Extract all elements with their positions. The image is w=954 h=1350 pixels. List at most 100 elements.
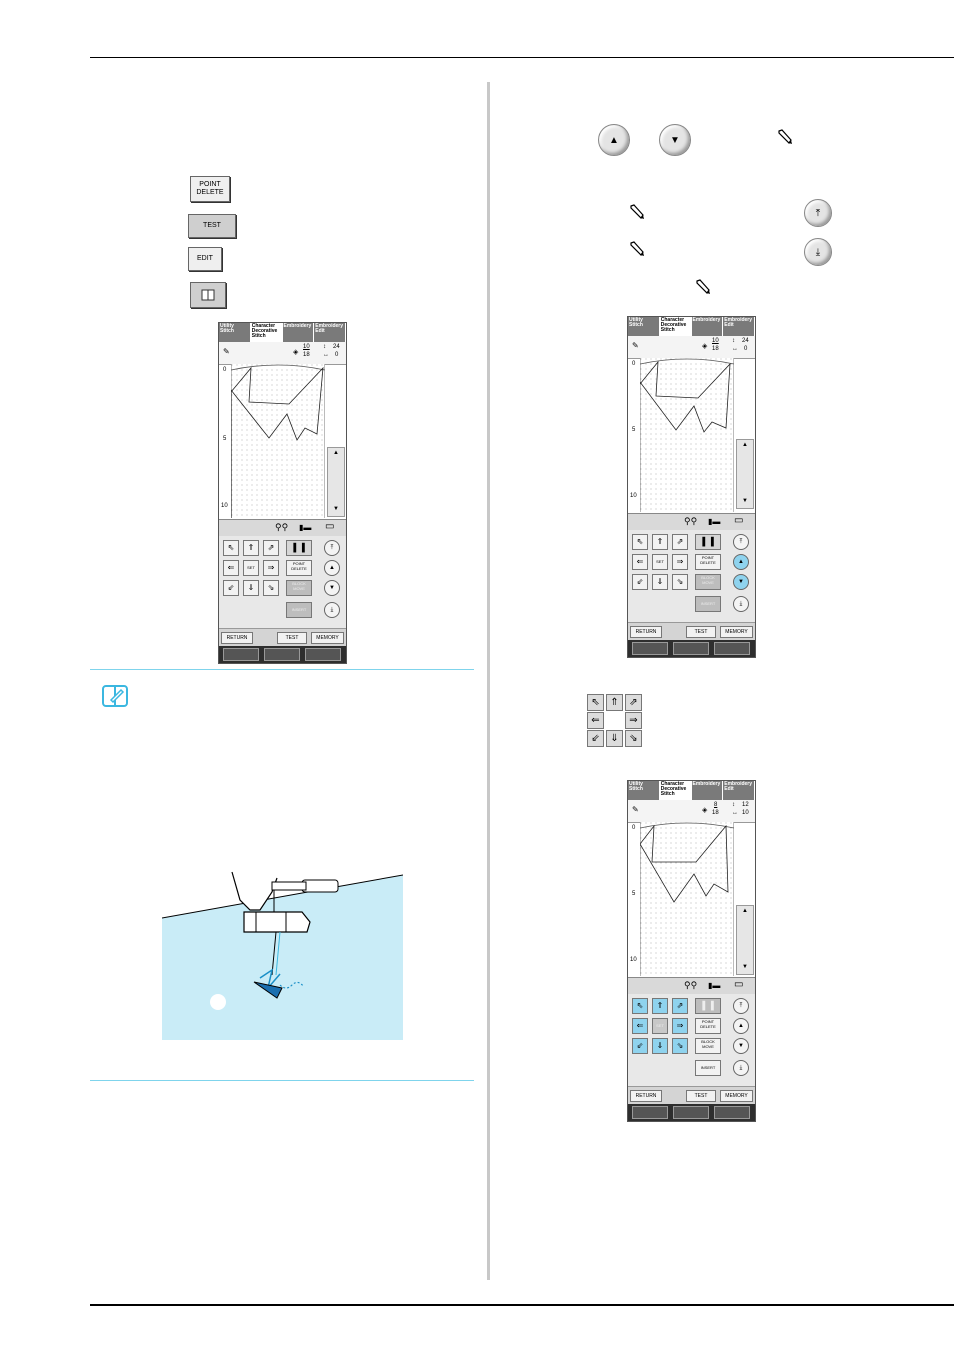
scroll-bar[interactable]: ▲ ▼ [327,447,345,517]
tab-embroidery-edit[interactable]: Embroidery Edit [723,317,755,336]
key-set[interactable]: SET [243,560,259,576]
tab-embroidery-edit[interactable]: Embroidery Edit [723,781,755,800]
block-move-button[interactable]: BLOCK MOVE [286,580,312,596]
down-button[interactable]: ▼ [733,574,749,590]
key-down-left[interactable]: ⇙ [223,580,239,596]
return-button[interactable]: RETURN [630,1090,662,1102]
last-point-button[interactable]: ⤓ [733,596,749,612]
key-up-left[interactable]: ⇖ [632,998,648,1014]
key-left[interactable]: ⇐ [223,560,239,576]
key-down-right[interactable]: ⇘ [672,1038,688,1054]
page-icon[interactable] [632,1106,668,1119]
first-point-button[interactable]: ⤒ [733,998,749,1014]
test-button[interactable]: TEST [686,626,716,638]
memory-button[interactable]: MEMORY [311,632,344,644]
key-down-left[interactable]: ⇙ [632,574,648,590]
settings-icon[interactable] [714,1106,750,1119]
test-button[interactable]: TEST [277,632,307,644]
up-button[interactable]: ▲ [324,560,340,576]
tab-utility[interactable]: Utility Stitch [628,317,660,336]
down-button[interactable]: ▼ [324,580,340,596]
key-up-right[interactable]: ⇗ [263,540,279,556]
machine-icon[interactable] [673,1106,709,1119]
return-button[interactable]: RETURN [630,626,662,638]
scroll-up-icon[interactable]: ▲ [333,450,339,456]
key-down[interactable]: ⇓ [243,580,259,596]
block-move-button[interactable]: BLOCK MOVE [695,1038,721,1054]
first-point-button[interactable]: ⤒ [733,534,749,550]
machine-icon[interactable] [673,642,709,655]
page-icon[interactable] [223,648,259,661]
point-delete-button[interactable]: POINT DELETE [286,560,312,576]
scroll-down-icon[interactable]: ▼ [742,964,748,970]
key-down-right[interactable]: ⇘ [263,580,279,596]
memory-button[interactable]: MEMORY [720,626,753,638]
key-up[interactable]: ⇑ [243,540,259,556]
arrow-left-key[interactable]: ⇐ [587,712,604,729]
key-down[interactable]: ⇓ [652,1038,668,1054]
insert-button[interactable]: INSERT [286,602,312,618]
scroll-bar[interactable]: ▲ ▼ [736,905,754,975]
key-up[interactable]: ⇑ [652,534,668,550]
arrow-up-right-key[interactable]: ⇗ [625,694,642,711]
key-right[interactable]: ⇒ [263,560,279,576]
tab-utility[interactable]: Utility Stitch [219,323,251,342]
key-left[interactable]: ⇐ [632,554,648,570]
key-set[interactable]: SET [652,1018,668,1034]
last-point-key[interactable]: ⤓ [804,238,832,266]
width-key[interactable]: ▌▐ [286,540,312,556]
up-button[interactable]: ▲ [733,1018,749,1034]
book-icon[interactable]: ▭ [734,515,744,526]
arrow-down-right-key[interactable]: ⇘ [625,730,642,747]
arrow-up-left-key[interactable]: ⇖ [587,694,604,711]
key-right[interactable]: ⇒ [672,1018,688,1034]
machine-icon[interactable] [264,648,300,661]
key-up-left[interactable]: ⇖ [223,540,239,556]
point-delete-key[interactable]: POINT DELETE [190,176,230,202]
tab-embroidery[interactable]: Embroidery [691,781,724,800]
tab-character[interactable]: Character Decorative Stitch [659,317,692,336]
page-icon[interactable] [632,642,668,655]
tab-embroidery-edit[interactable]: Embroidery Edit [314,323,346,342]
book-icon[interactable]: ▭ [325,521,335,532]
scroll-down-icon[interactable]: ▼ [742,498,748,504]
up-key[interactable]: ▲ [598,124,630,156]
down-key[interactable]: ▼ [659,124,691,156]
key-down[interactable]: ⇓ [652,574,668,590]
last-point-button[interactable]: ⤓ [733,1060,749,1076]
test-button[interactable]: TEST [686,1090,716,1102]
tab-utility[interactable]: Utility Stitch [628,781,660,800]
first-point-key[interactable]: ⤒ [804,199,832,227]
arrow-down-key[interactable]: ⇓ [606,730,623,747]
key-up-right[interactable]: ⇗ [672,534,688,550]
point-delete-button[interactable]: POINT DELETE [695,1018,721,1034]
arrow-down-left-key[interactable]: ⇙ [587,730,604,747]
tab-character[interactable]: Character Decorative Stitch [659,781,692,800]
key-left[interactable]: ⇐ [632,1018,648,1034]
first-point-button[interactable]: ⤒ [324,540,340,556]
insert-button[interactable]: INSERT [695,1060,721,1076]
tab-embroidery[interactable]: Embroidery [282,323,315,342]
key-down-left[interactable]: ⇙ [632,1038,648,1054]
tab-embroidery[interactable]: Embroidery [691,317,724,336]
key-up[interactable]: ⇑ [652,998,668,1014]
memory-button[interactable]: MEMORY [720,1090,753,1102]
arrow-right-key[interactable]: ⇒ [625,712,642,729]
scroll-down-icon[interactable]: ▼ [333,506,339,512]
block-move-button[interactable]: BLOCK MOVE [695,574,721,590]
settings-icon[interactable] [305,648,341,661]
book-icon[interactable]: ▭ [734,979,744,990]
last-point-button[interactable]: ⤓ [324,602,340,618]
settings-icon[interactable] [714,642,750,655]
width-key[interactable]: ▌▐ [695,998,721,1014]
test-key[interactable]: TEST [188,214,236,238]
key-right[interactable]: ⇒ [672,554,688,570]
book-key[interactable] [190,282,226,308]
width-key[interactable]: ▌▐ [695,534,721,550]
return-button[interactable]: RETURN [221,632,253,644]
key-set[interactable]: SET [652,554,668,570]
arrow-up-key[interactable]: ⇑ [606,694,623,711]
up-button[interactable]: ▲ [733,554,749,570]
down-button[interactable]: ▼ [733,1038,749,1054]
edit-key[interactable]: EDIT [188,247,222,271]
